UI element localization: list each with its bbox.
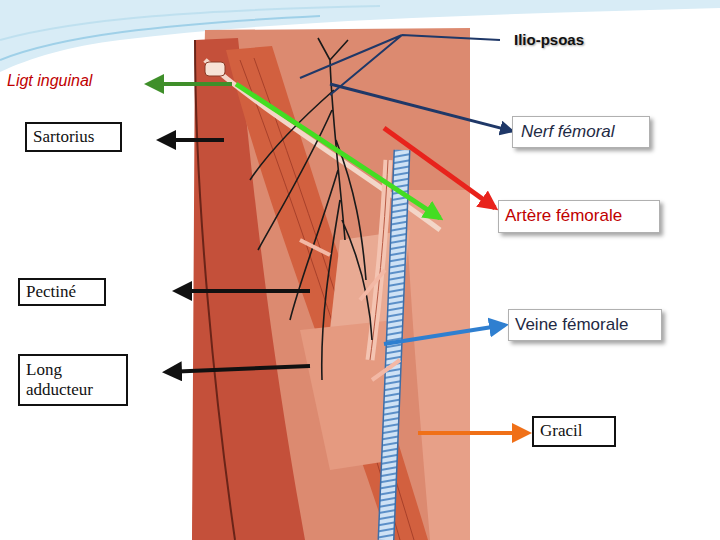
adductor-muscles (405, 190, 470, 540)
leader-arrow (418, 431, 528, 435)
muscle-label: Ilio-psoas (514, 31, 584, 48)
structure-name: Gracil (540, 421, 582, 441)
leader-arrow (330, 84, 512, 131)
label-box: Long adducteur (18, 354, 128, 406)
structure-name: Veine fémorale (515, 315, 628, 335)
label-box: Sartorius (25, 122, 122, 152)
iliac-spine (205, 62, 225, 76)
artery-edge (370, 160, 388, 360)
label-box: Gracil (532, 416, 616, 447)
label-box: Artère fémorale (498, 200, 660, 233)
label-box: Pectiné (18, 278, 106, 306)
thigh-muscles (192, 28, 470, 540)
leader-arrow (166, 366, 310, 372)
adductor-longus (300, 320, 395, 470)
structure-name: Artère fémorale (505, 206, 622, 226)
leader-line (300, 35, 500, 95)
leader-arrow (148, 82, 232, 86)
structure-name: Long adducteur (26, 360, 120, 401)
structure-name: Sartorius (33, 127, 94, 147)
ligament-label: Ligt inguinal (7, 72, 92, 90)
structure-name: Nerf fémoral (521, 122, 615, 142)
femoral-artery (370, 160, 388, 360)
label-box: Nerf fémoral (512, 116, 650, 148)
leader-arrow (384, 128, 495, 208)
structure-name: Pectiné (26, 282, 76, 302)
leader-arrow (384, 325, 505, 344)
label-box: Veine fémorale (508, 309, 662, 341)
leader-arrow (176, 289, 310, 293)
leader-arrow (160, 138, 224, 142)
vessel-branches (300, 240, 400, 380)
